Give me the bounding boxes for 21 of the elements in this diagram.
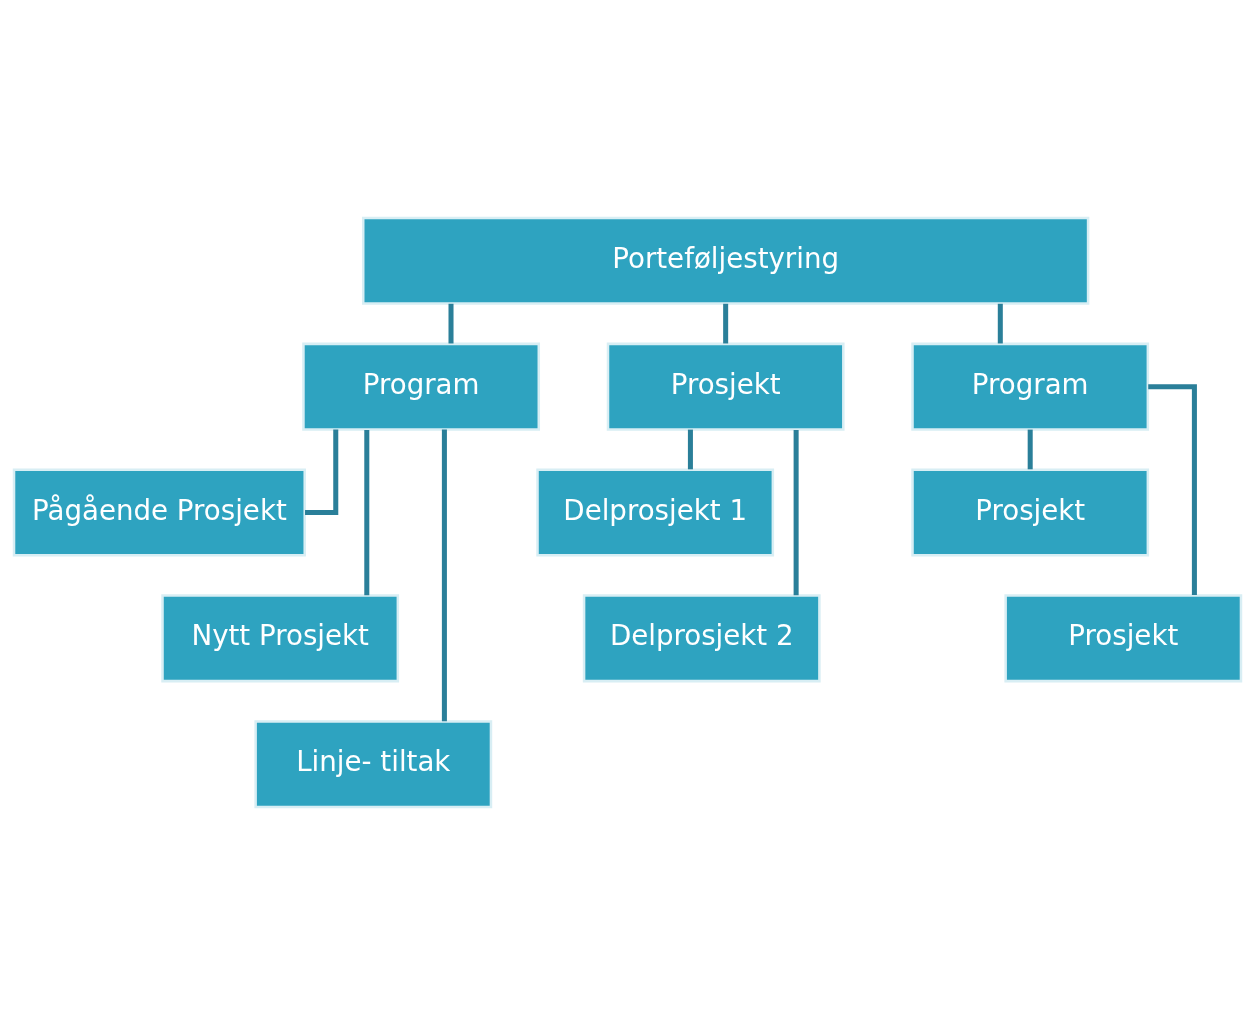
connector bbox=[687, 429, 693, 470]
node-box: Pågående Prosjekt bbox=[12, 468, 306, 557]
connector bbox=[305, 429, 339, 515]
connector bbox=[793, 429, 799, 596]
connector bbox=[723, 303, 729, 344]
node-box: Porteføljestyring bbox=[362, 216, 1090, 305]
connector bbox=[441, 429, 447, 722]
connector bbox=[1148, 384, 1197, 596]
node-box: Prosjekt bbox=[1004, 594, 1243, 683]
connector bbox=[997, 303, 1003, 344]
node-box: Prosjekt bbox=[911, 468, 1150, 557]
node-box: Prosjekt bbox=[606, 342, 845, 431]
connector bbox=[1027, 429, 1033, 470]
node-box: Program bbox=[911, 342, 1150, 431]
node-box: Delprosjekt 2 bbox=[582, 594, 821, 683]
node-box: Nytt Prosjekt bbox=[161, 594, 400, 683]
node-box: Delprosjekt 1 bbox=[536, 468, 775, 557]
node-box: Program bbox=[302, 342, 541, 431]
connector bbox=[364, 429, 370, 596]
connector bbox=[448, 303, 454, 344]
node-box: Linje- tiltak bbox=[254, 720, 493, 809]
